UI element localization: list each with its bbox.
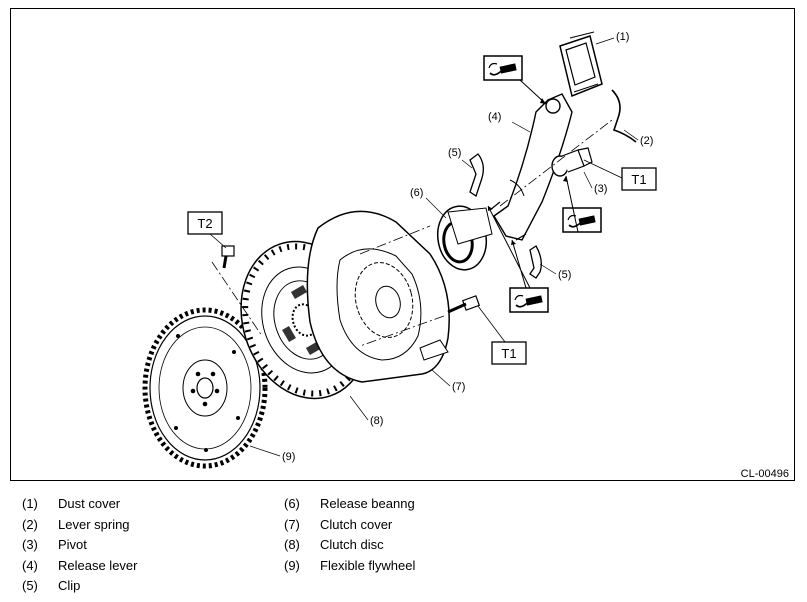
legend-item: (6) Release beanng — [284, 494, 415, 515]
flywheel-bolt — [221, 245, 235, 269]
legend-item: (8) Clutch disc — [284, 535, 415, 556]
legend-number: (6) — [284, 496, 300, 511]
legend-label: Clip — [58, 578, 81, 593]
release-lever — [489, 93, 573, 241]
clip-upper — [469, 153, 484, 198]
svg-text:T2: T2 — [197, 216, 212, 231]
callout-8: (8) — [370, 415, 383, 427]
clutch-cover — [306, 210, 450, 383]
legend-number: (9) — [284, 557, 300, 573]
callout-3: (3) — [594, 183, 607, 195]
legend-number: (5) — [22, 578, 38, 593]
legend-number: (1) — [22, 496, 38, 511]
legend-item: (2) Lever spring — [22, 515, 138, 536]
legend-label: Pivot — [58, 537, 87, 552]
legend-item: (9) Flexible flywheel — [284, 556, 415, 577]
legend-number: (7) — [284, 516, 300, 532]
grease-icon — [562, 207, 602, 233]
callout-5a: (5) — [448, 147, 461, 159]
legend-label: Lever spring — [58, 516, 130, 532]
legend-label: Dust cover — [58, 496, 121, 511]
release-bearing — [436, 205, 493, 271]
legend-item: (3) Pivot — [22, 535, 138, 556]
cover-bolt — [447, 295, 481, 314]
svg-text:T1: T1 — [631, 172, 646, 187]
grease-icon — [509, 287, 549, 313]
legend-number: (8) — [284, 537, 300, 552]
callout-6: (6) — [410, 187, 423, 199]
pivot — [551, 147, 593, 177]
svg-text:T1: T1 — [501, 346, 516, 361]
legend-item: (5) Clip — [22, 576, 138, 597]
legend-item: (1) Dust cover — [22, 494, 138, 515]
callout-4: (4) — [488, 111, 501, 123]
callout-1: (1) — [616, 31, 629, 43]
clip-lower — [529, 245, 542, 279]
flexible-flywheel — [142, 307, 268, 469]
legend-number: (4) — [22, 557, 38, 573]
legend-right-column: (6) Release beanng (7) Clutch cover (8) Clutc… — [284, 494, 415, 576]
legend-item: (4) Release lever — [22, 556, 138, 577]
torque-box-t1-upper: T1 — [583, 159, 657, 191]
legend-number: (3) — [22, 537, 38, 552]
callout-9: (9) — [282, 451, 295, 463]
torque-box-t1-lower: T1 — [477, 305, 527, 365]
lever-spring — [611, 89, 637, 143]
legend-label: Release beanng — [320, 496, 415, 511]
diagram-frame — [10, 8, 795, 481]
torque-box-t2: T2 — [187, 211, 227, 249]
dust-cover — [559, 31, 603, 98]
legend-number: (2) — [22, 516, 38, 532]
legend-label: Clutch disc — [320, 537, 384, 552]
callout-5b: (5) — [558, 269, 571, 281]
figure-code: CL-00496 — [740, 468, 789, 480]
legend-item: (7) Clutch cover — [284, 515, 415, 536]
legend-label: Flexible flywheel — [320, 557, 416, 573]
callout-7: (7) — [452, 381, 465, 393]
legend-label: Clutch cover — [320, 516, 393, 532]
legend-left-column: (1) Dust cover (2) Lever spring (3) Pivot (4) R… — [22, 494, 138, 597]
grease-icon — [483, 55, 523, 81]
clutch-exploded-diagram: T1 T1 T2 (1) (2) (3) (4) (5) (5) (6) (7)… — [142, 31, 657, 469]
legend-label: Release lever — [58, 557, 138, 573]
callout-2: (2) — [640, 135, 653, 147]
